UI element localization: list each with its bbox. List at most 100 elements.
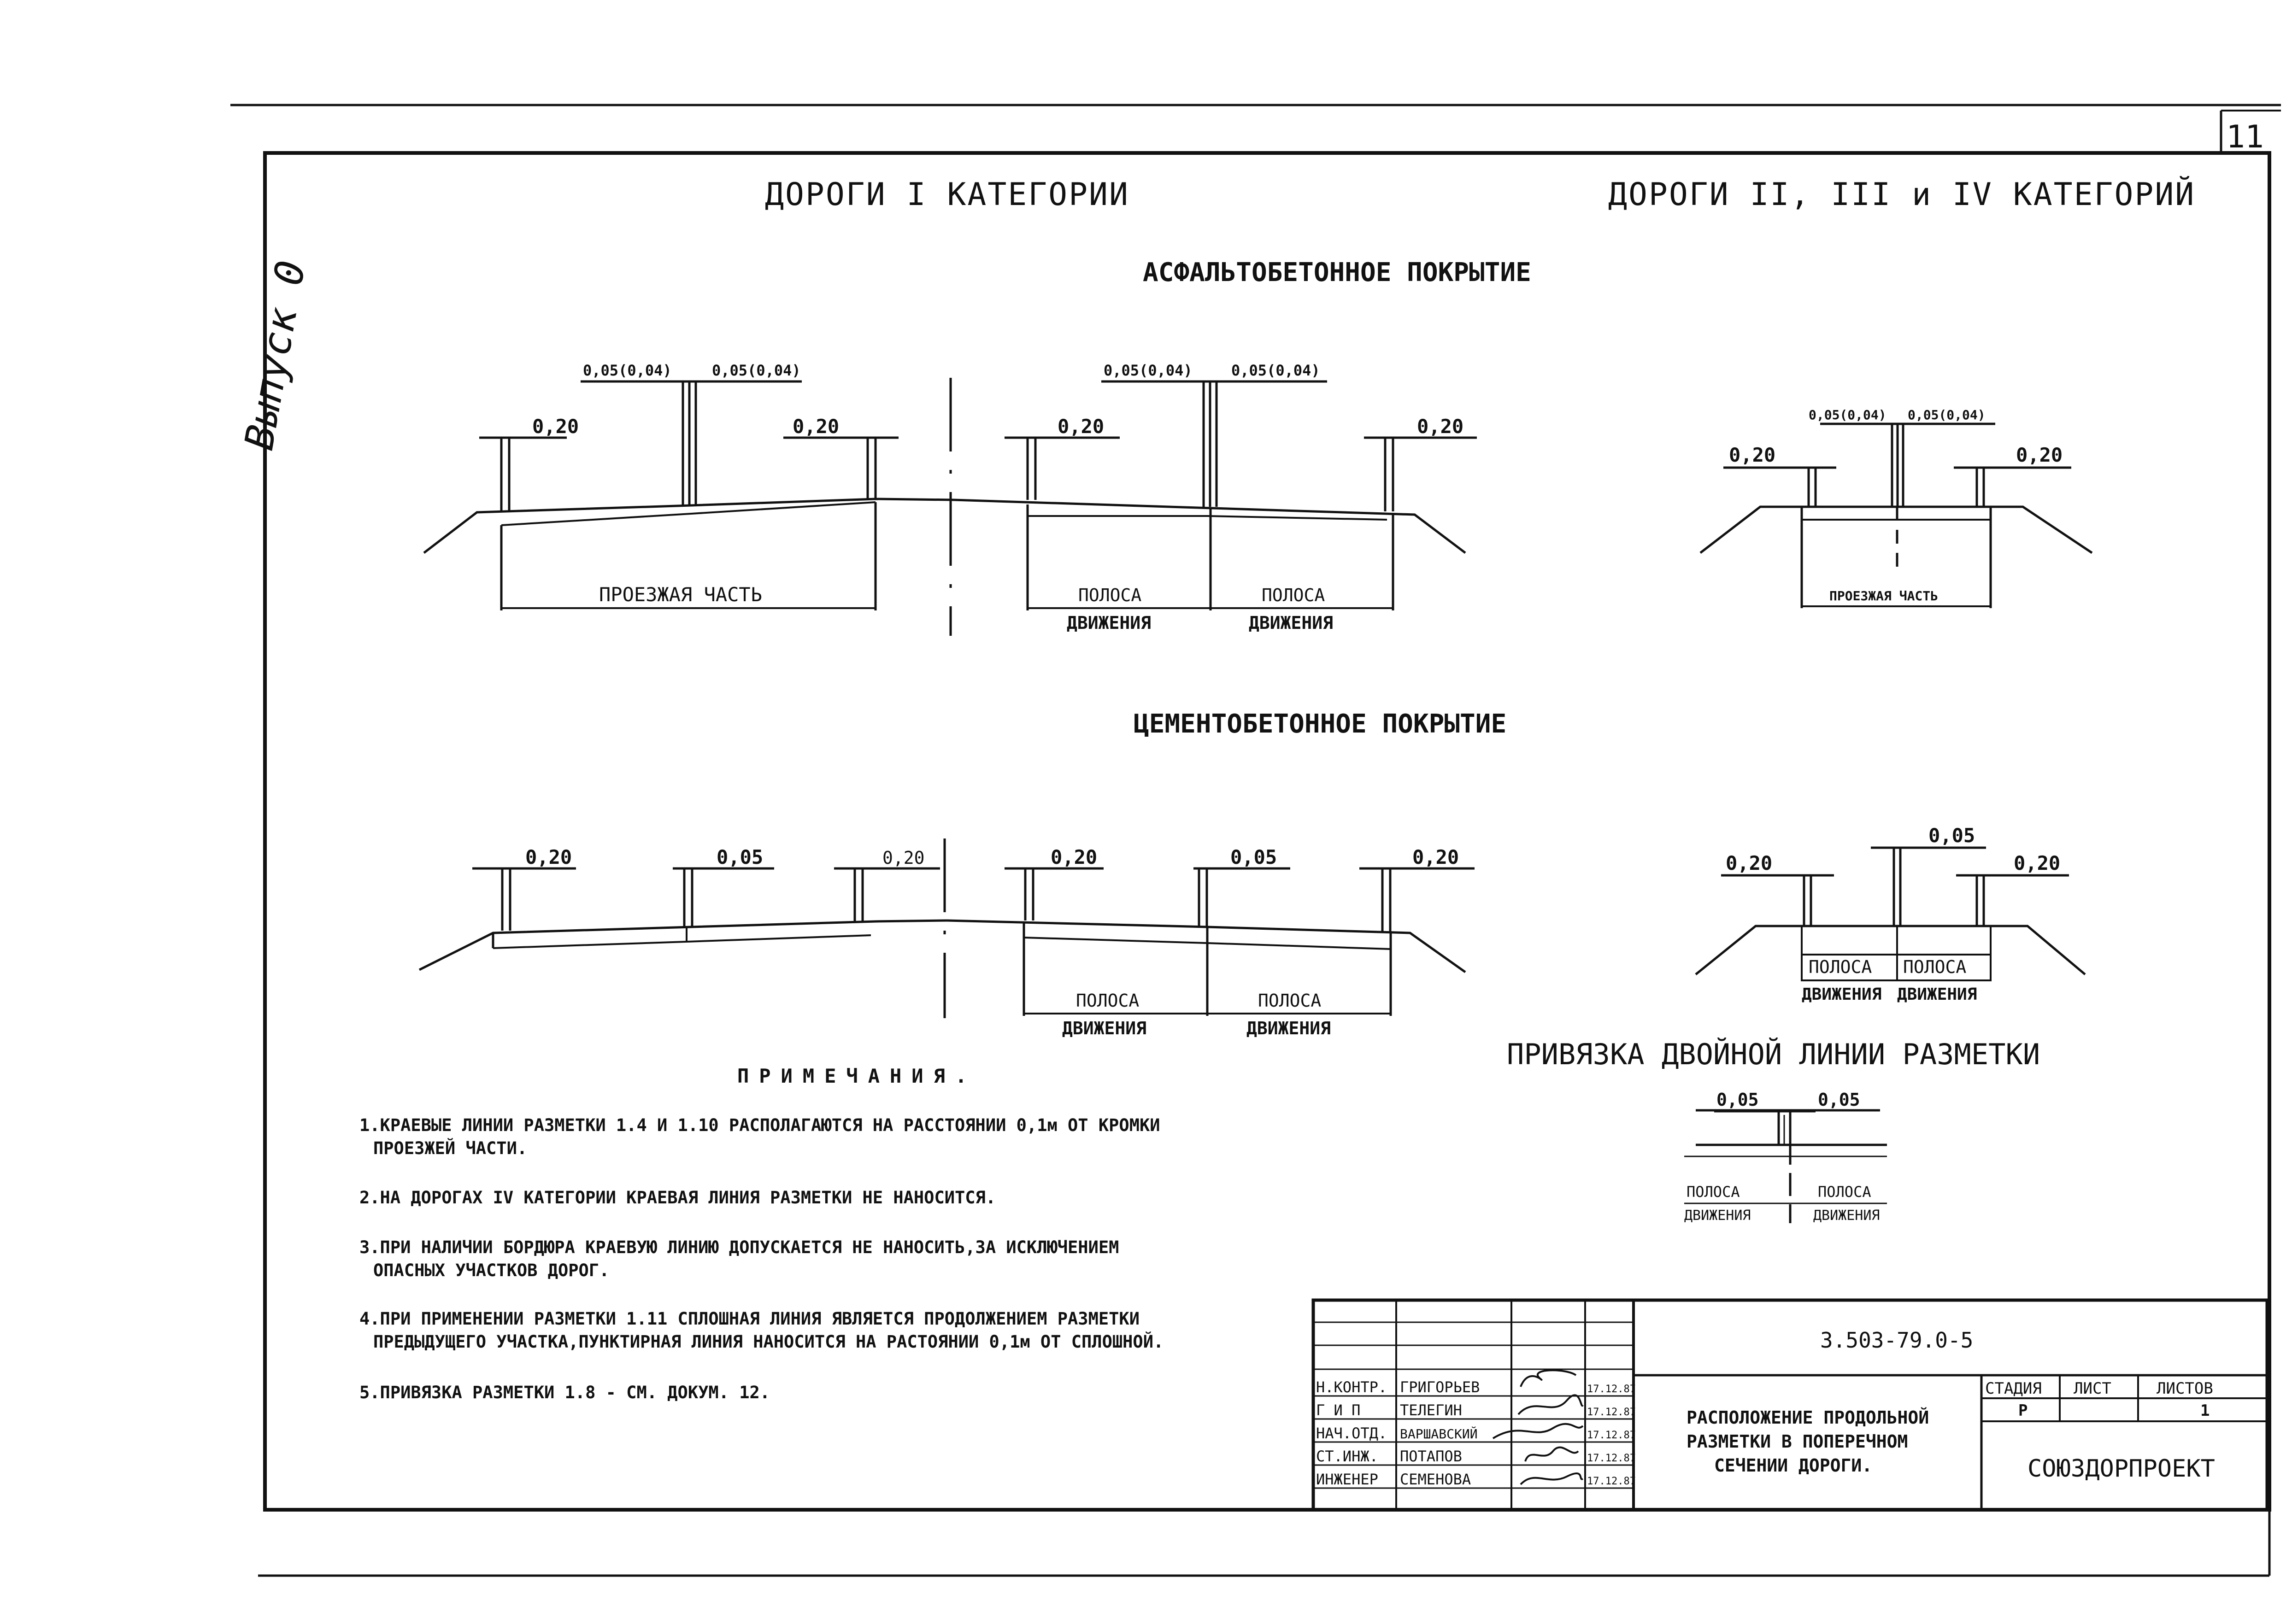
asphalt-lane-left-l1: ПОЛОСА: [1078, 585, 1141, 605]
asphalt-lane-right-l2: ДВИЖЕНИЯ: [1249, 613, 1333, 633]
concrete-cat2-lane-right-l2: ДВИЖЕНИЯ: [1897, 985, 1977, 1004]
asphalt-cat2-dim-double-b: 0,05(0,04): [1908, 407, 1986, 422]
note-1-line-2: ПРОЕЗЖЕЙ ЧАСТИ.: [373, 1138, 527, 1158]
asphalt-lane-right-l1: ПОЛОСА: [1262, 585, 1325, 605]
binding-dim-a: 0,05: [1716, 1090, 1759, 1110]
asphalt-cat1-dim-edge-right: 0,20: [793, 415, 839, 438]
signature-marks: [1492, 1369, 1584, 1485]
stamp-document-code: 3.503-79.0-5: [1820, 1328, 1973, 1353]
stamp-value-sheets: 1: [2200, 1401, 2210, 1420]
title-category-2-4: ДОРОГИ II, III и IV КАТЕГОРИЙ: [1608, 176, 2195, 213]
sheet-frame: [230, 104, 2281, 1577]
asphalt-cat1r-dim-edge-left: 0,20: [1058, 415, 1104, 438]
signer-date: 17.12.87: [1587, 1384, 1636, 1395]
notes-list: 1.КРАЕВЫЕ ЛИНИИ РАЗМЕТКИ 1.4 И 1.10 РАСП…: [359, 1115, 1164, 1402]
binding-lane-left-l2: ДВИЖЕНИЯ: [1684, 1208, 1751, 1224]
title-category-1: ДОРОГИ I КАТЕГОРИИ: [765, 176, 1129, 213]
concrete-cat1-dim-edge-right: 0,20: [882, 848, 925, 868]
signer-date: 17.12.87: [1587, 1476, 1636, 1487]
asphalt-title: АСФАЛЬТОБЕТОННОЕ ПОКРЫТИЕ: [1143, 258, 1531, 287]
asphalt-cat1r-dim-double-b: 0,05(0,04): [1231, 362, 1320, 379]
signer-name: ПОТАПОВ: [1400, 1448, 1462, 1465]
signer-role: Г И П: [1316, 1401, 1360, 1419]
concrete-cat1r-dim-center: 0,05: [1230, 846, 1277, 868]
concrete-cat1-left-section: [418, 867, 947, 971]
stamp-header-stage: СТАДИЯ: [1985, 1379, 2042, 1398]
asphalt-cat1-left-section: [423, 380, 954, 610]
concrete-cat2-section: [1695, 846, 2086, 981]
asphalt-cat2-section: [1699, 422, 2093, 608]
note-5-line-1: 5.ПРИВЯЗКА РАЗМЕТКИ 1.8 - СМ. ДОКУМ. 12.: [359, 1383, 770, 1402]
issue-label: Выпуск 0: [236, 257, 314, 453]
note-3-line-1: 3.ПРИ НАЛИЧИИ БОРДЮРА КРАЕВУЮ ЛИНИЮ ДОПУ…: [359, 1237, 1119, 1257]
asphalt-cat1-right-section: [953, 380, 1477, 610]
asphalt-cat1r-dim-edge-right: 0,20: [1417, 415, 1463, 438]
binding-dim-b: 0,05: [1818, 1090, 1860, 1110]
concrete-cat2-dim-edge-left: 0,20: [1726, 852, 1772, 874]
asphalt-cat2-dim-double-a: 0,05(0,04): [1809, 407, 1886, 422]
signature-potapov: [1524, 1446, 1579, 1462]
stamp-title-line-1: РАСПОЛОЖЕНИЕ ПРОДОЛЬНОЙ: [1687, 1407, 1929, 1428]
note-1-line-1: 1.КРАЕВЫЕ ЛИНИИ РАЗМЕТКИ 1.4 И 1.10 РАСП…: [359, 1115, 1160, 1135]
signer-name: ВАРШАВСКИЙ: [1400, 1426, 1478, 1442]
signature-semenova: [1520, 1472, 1583, 1485]
asphalt-cat1-dim-double-a: 0,05(0,04): [583, 362, 672, 379]
concrete-cat2-dim-edge-right: 0,20: [2014, 852, 2060, 874]
asphalt-lane-left-l2: ДВИЖЕНИЯ: [1067, 613, 1151, 633]
stamp-signers: Н.КОНТР. ГРИГОРЬЕВ 17.12.87 Г И П ТЕЛЕГИ…: [1316, 1378, 1636, 1488]
signer-role: СТ.ИНЖ.: [1316, 1448, 1378, 1465]
signature-telegin: [1517, 1394, 1584, 1415]
signer-date: 17.12.87: [1587, 1453, 1636, 1464]
signature-grigoriev: [1520, 1369, 1577, 1387]
asphalt-cat2-dim-edge-left: 0,20: [1729, 444, 1775, 466]
concrete-cat2-lane-left-l2: ДВИЖЕНИЯ: [1802, 985, 1881, 1004]
signer-role: ИНЖЕНЕР: [1316, 1471, 1378, 1488]
stamp-header-sheet: ЛИСТ: [2074, 1379, 2111, 1398]
signer-name: ТЕЛЕГИН: [1400, 1401, 1462, 1419]
concrete-lane-right-l2: ДВИЖЕНИЯ: [1246, 1018, 1331, 1038]
sheet-number: 11: [2226, 119, 2264, 155]
stamp-header-sheets: ЛИСТОВ: [2157, 1379, 2213, 1398]
signer-role: Н.КОНТР.: [1316, 1378, 1387, 1396]
stamp-value-stage: Р: [2018, 1401, 2028, 1420]
signer-date: 17.12.87: [1587, 1407, 1636, 1418]
concrete-cat1-dim-center: 0,05: [717, 846, 763, 868]
signer-name: ГРИГОРЬЕВ: [1400, 1378, 1480, 1396]
asphalt-cat1-dim-double-b: 0,05(0,04): [712, 362, 801, 379]
stamp-title-line-2: РАЗМЕТКИ В ПОПЕРЕЧНОМ: [1687, 1431, 1908, 1452]
signer-name: СЕМЕНОВА: [1400, 1471, 1471, 1488]
title-block: [1311, 1298, 2269, 1512]
concrete-cat1r-dim-edge-right: 0,20: [1412, 846, 1459, 868]
concrete-cat2-lane-left-l1: ПОЛОСА: [1809, 957, 1872, 977]
concrete-cat1-dim-edge-left: 0,20: [525, 846, 572, 868]
signer-role: НАЧ.ОТД.: [1316, 1425, 1387, 1442]
binding-lane-left-l1: ПОЛОСА: [1687, 1183, 1740, 1201]
binding-lane-right-l2: ДВИЖЕНИЯ: [1813, 1208, 1880, 1224]
asphalt-cat1-dim-edge-left: 0,20: [532, 415, 579, 438]
concrete-lane-left-l2: ДВИЖЕНИЯ: [1062, 1018, 1146, 1038]
signature-varshavsky: [1492, 1423, 1584, 1439]
stamp-title-line-3: СЕЧЕНИИ ДОРОГИ.: [1714, 1455, 1872, 1476]
stamp-organization: СОЮЗДОРПРОЕКТ: [2028, 1455, 2215, 1483]
note-2-line-1: 2.НА ДОРОГАХ IV КАТЕГОРИИ КРАЕВАЯ ЛИНИЯ …: [359, 1188, 996, 1208]
asphalt-cat2-carriageway: ПРОЕЗЖАЯ ЧАСТЬ: [1829, 588, 1938, 604]
signer-date: 17.12.87: [1587, 1430, 1636, 1441]
note-3-line-2: ОПАСНЫХ УЧАСТКОВ ДОРОГ.: [373, 1261, 609, 1280]
concrete-cat2-lane-right-l1: ПОЛОСА: [1903, 957, 1966, 977]
concrete-lane-right-l1: ПОЛОСА: [1258, 991, 1321, 1011]
concrete-cat1r-dim-edge-left: 0,20: [1051, 846, 1097, 868]
note-4-line-2: ПРЕДЫДУЩЕГО УЧАСТКА,ПУНКТИРНАЯ ЛИНИЯ НАН…: [373, 1331, 1164, 1352]
binding-title: ПРИВЯЗКА ДВОЙНОЙ ЛИНИИ РАЗМЕТКИ: [1507, 1038, 2040, 1071]
notes-title: ПРИМЕЧАНИЯ.: [737, 1065, 977, 1087]
concrete-cat1-right-section: [946, 867, 1475, 1016]
asphalt-cat1r-dim-double-a: 0,05(0,04): [1104, 362, 1193, 379]
asphalt-carriageway-label: ПРОЕЗЖАЯ ЧАСТЬ: [599, 583, 762, 606]
asphalt-cat2-dim-edge-right: 0,20: [2016, 444, 2063, 466]
binding-diagram: [1684, 1109, 1887, 1223]
concrete-lane-left-l1: ПОЛОСА: [1076, 991, 1139, 1011]
concrete-cat2-dim-center: 0,05: [1928, 824, 1975, 847]
note-4-line-1: 4.ПРИ ПРИМЕНЕНИИ РАЗМЕТКИ 1.11 СПЛОШНАЯ …: [359, 1309, 1140, 1329]
binding-lane-right-l1: ПОЛОСА: [1818, 1183, 1871, 1201]
concrete-title: ЦЕМЕНТОБЕТОННОЕ ПОКРЫТИЕ: [1134, 709, 1506, 739]
